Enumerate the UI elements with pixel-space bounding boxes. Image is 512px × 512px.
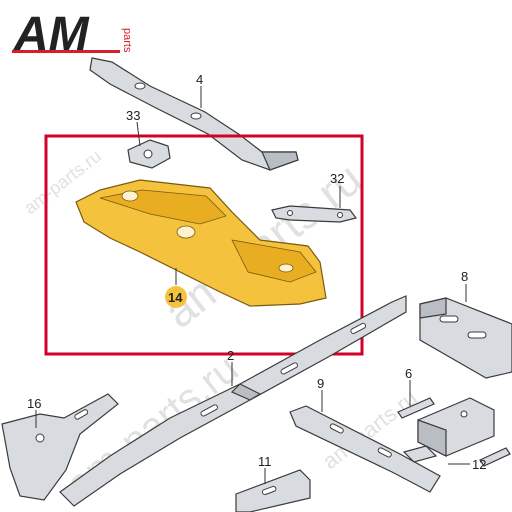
callout-33: 33 [126, 108, 140, 123]
callout-9: 9 [317, 376, 324, 391]
part-4-crossmember [89, 57, 299, 171]
part-33-bracket [127, 139, 171, 169]
logo-letters: AM [13, 8, 90, 61]
callout-6: 6 [405, 366, 412, 381]
logo-underline [12, 50, 120, 53]
callout-12: 12 [472, 457, 486, 472]
callout-8: 8 [461, 269, 468, 284]
am-parts-logo: AM parts [12, 8, 133, 61]
part-2-longitudinal-member [59, 295, 407, 507]
part-6-pin [397, 397, 435, 419]
highlight-box [44, 134, 364, 356]
part-16-bracket [1, 393, 119, 501]
callout-4: 4 [196, 72, 203, 87]
logo-sub: parts [121, 28, 133, 53]
part-8-bracket [419, 297, 512, 379]
callout-16: 16 [27, 396, 41, 411]
part-14-highlighted [75, 179, 327, 307]
callout-32: 32 [330, 171, 344, 186]
callout-14: 14 [168, 290, 183, 305]
part-32-strap [271, 205, 358, 223]
leader-lines [35, 86, 470, 484]
callout-11: 11 [258, 454, 272, 469]
callout-2: 2 [227, 348, 234, 363]
part-9-rail [289, 405, 441, 493]
callout-14-badge [165, 286, 187, 308]
part-11-bracket [235, 469, 311, 512]
part-12-bracket [402, 397, 511, 467]
